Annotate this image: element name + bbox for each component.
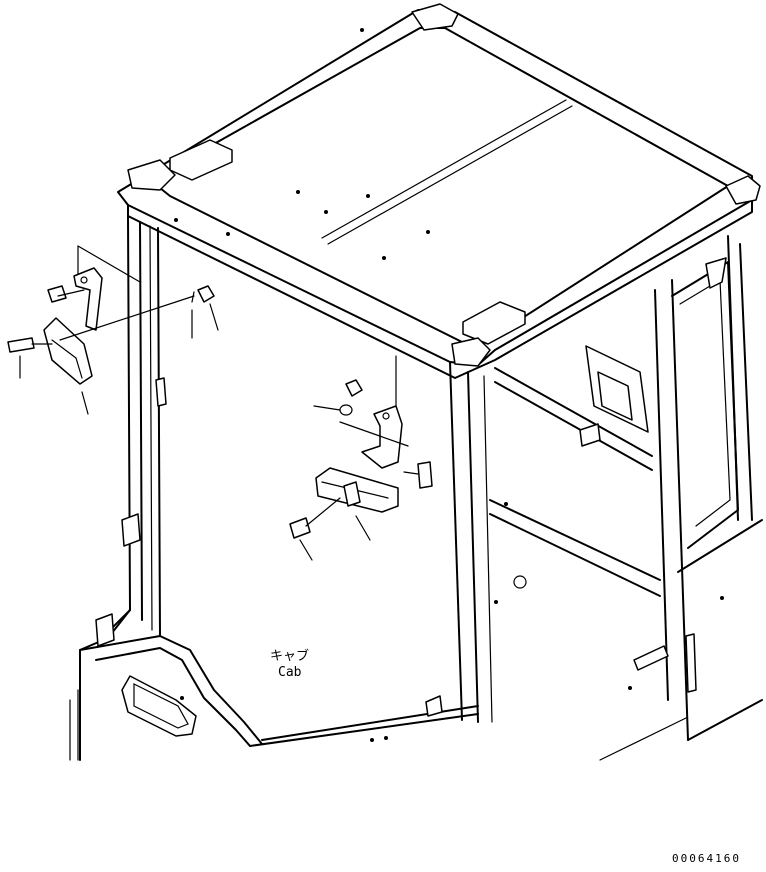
exterior-mirror-assembly bbox=[7, 245, 219, 415]
cab-label-en: Cab bbox=[278, 665, 302, 680]
mirror-nut bbox=[197, 285, 215, 303]
cab-label-jp: キャブ bbox=[270, 648, 309, 664]
stay-nut bbox=[345, 379, 363, 397]
cab-frame bbox=[69, 215, 763, 761]
interior-mirror-assembly bbox=[289, 355, 433, 561]
drawing-number: 00064160 bbox=[672, 852, 741, 865]
mirror-bracket bbox=[73, 267, 103, 331]
exterior-mirror bbox=[43, 317, 93, 385]
cab-roof bbox=[117, 3, 761, 379]
mirror-bolt bbox=[47, 285, 67, 303]
